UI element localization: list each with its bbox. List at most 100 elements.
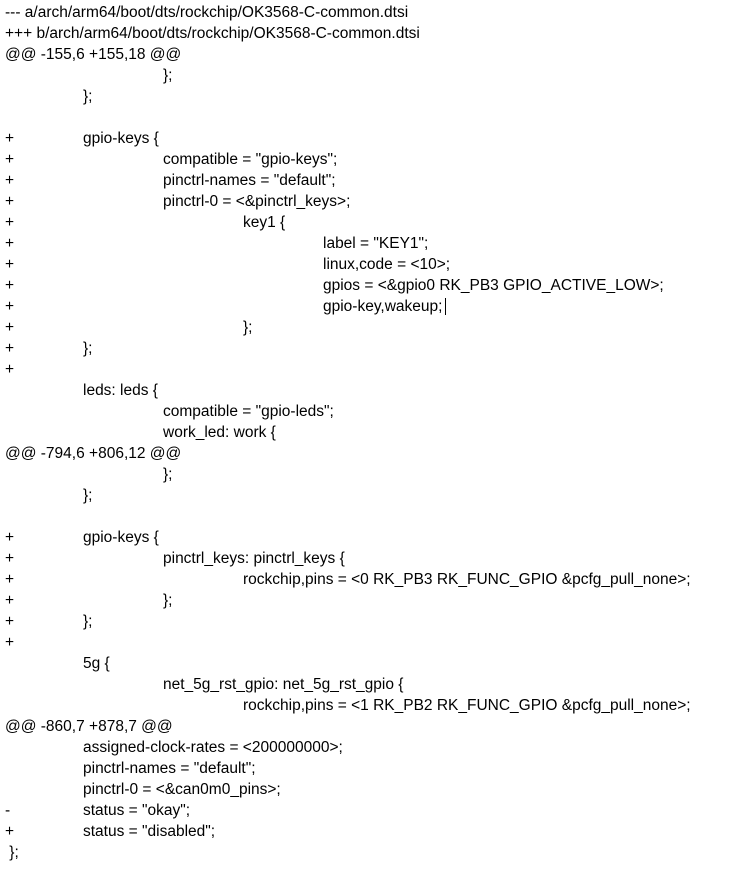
diff-line: net_5g_rst_gpio: net_5g_rst_gpio {: [0, 674, 741, 695]
diff-line-text: pinctrl_keys: pinctrl_keys {: [163, 550, 345, 567]
diff-line: + status = "disabled";: [0, 821, 741, 842]
diff-marker: +: [5, 823, 15, 840]
diff-marker: +: [5, 214, 15, 231]
diff-marker: +: [5, 550, 15, 567]
diff-marker: +: [5, 235, 15, 252]
diff-line: + key1 {: [0, 212, 741, 233]
diff-line: + pinctrl-0 = <&pinctrl_keys>;: [0, 191, 741, 212]
diff-marker: +: [5, 130, 15, 147]
diff-line-text: gpio-keys {: [83, 529, 159, 546]
diff-marker: +: [5, 277, 15, 294]
diff-line-text: pinctrl-names = "default";: [83, 760, 256, 777]
diff-line-text: gpio-key,wakeup;: [323, 298, 443, 315]
diff-line: +++ b/arch/arm64/boot/dts/rockchip/OK356…: [0, 23, 741, 44]
diff-marker: +: [5, 592, 15, 609]
diff-line-text: };: [163, 466, 173, 483]
diff-line: + gpios = <&gpio0 RK_PB3 GPIO_ACTIVE_LOW>…: [0, 275, 741, 296]
diff-marker: +: [5, 298, 15, 315]
diff-line: + gpio-keys {: [0, 128, 741, 149]
diff-line: [0, 506, 741, 527]
diff-line-text: status = "okay";: [83, 802, 191, 819]
diff-line: [0, 107, 741, 128]
diff-line-text: };: [83, 487, 93, 504]
diff-line: +: [0, 359, 741, 380]
diff-line-text: };: [163, 592, 173, 609]
diff-line-text: };: [83, 340, 93, 357]
diff-marker: +: [5, 361, 15, 378]
diff-line-text: pinctrl-0 = <&can0m0_pins>;: [83, 781, 281, 798]
diff-line: + gpio-key,wakeup;: [0, 296, 741, 317]
diff-line: @@ -155,6 +155,18 @@: [0, 44, 741, 65]
diff-line: };: [0, 65, 741, 86]
diff-line: + pinctrl-names = "default";: [0, 170, 741, 191]
diff-line-text: pinctrl-0 = <&pinctrl_keys>;: [163, 193, 351, 210]
diff-line: };: [0, 464, 741, 485]
diff-line-text: rockchip,pins = <1 RK_PB2 RK_FUNC_GPIO &…: [243, 697, 691, 714]
diff-marker: +: [5, 151, 15, 168]
diff-marker: +: [5, 172, 15, 189]
diff-line: assigned-clock-rates = <200000000>;: [0, 737, 741, 758]
diff-marker: +: [5, 529, 15, 546]
diff-line-text: leds: leds {: [83, 382, 158, 399]
diff-line: leds: leds {: [0, 380, 741, 401]
diff-line-text: assigned-clock-rates = <200000000>;: [83, 739, 343, 756]
diff-line-text: };: [83, 88, 93, 105]
diff-line-text: label = "KEY1";: [323, 235, 429, 252]
diff-line: + pinctrl_keys: pinctrl_keys {: [0, 548, 741, 569]
diff-line-text: @@ -860,7 +878,7 @@: [5, 718, 173, 735]
diff-line: --- a/arch/arm64/boot/dts/rockchip/OK356…: [0, 2, 741, 23]
diff-line: +};: [0, 317, 741, 338]
diff-line: +};: [0, 590, 741, 611]
diff-line-text: linux,code = <10>;: [323, 256, 451, 273]
diff-line-text: };: [243, 319, 253, 336]
diff-line-text: key1 {: [243, 214, 286, 231]
diff-marker: +: [5, 613, 15, 630]
diff-line-text: @@ -794,6 +806,12 @@: [5, 445, 182, 462]
diff-line: work_led: work {: [0, 422, 741, 443]
diff-line: };: [0, 485, 741, 506]
diff-marker: +: [5, 571, 15, 588]
diff-line: @@ -860,7 +878,7 @@: [0, 716, 741, 737]
diff-line-text: };: [83, 613, 93, 630]
diff-line: + label = "KEY1";: [0, 233, 741, 254]
diff-line: + compatible = "gpio-keys";: [0, 149, 741, 170]
diff-line: - status = "okay";: [0, 800, 741, 821]
diff-line-text: };: [5, 844, 19, 861]
diff-line: compatible = "gpio-leds";: [0, 401, 741, 422]
diff-line-text: status = "disabled";: [83, 823, 216, 840]
diff-marker: +: [5, 193, 15, 210]
diff-line-text: work_led: work {: [163, 424, 276, 441]
diff-line: +};: [0, 338, 741, 359]
diff-line-text: net_5g_rst_gpio: net_5g_rst_gpio {: [163, 676, 404, 693]
diff-line-text: @@ -155,6 +155,18 @@: [5, 46, 182, 63]
diff-marker: +: [5, 634, 15, 651]
diff-line-text: --- a/arch/arm64/boot/dts/rockchip/OK356…: [5, 4, 409, 21]
diff-line: @@ -794,6 +806,12 @@: [0, 443, 741, 464]
diff-line-text: pinctrl-names = "default";: [163, 172, 336, 189]
diff-line-text: gpio-keys {: [83, 130, 159, 147]
diff-marker: +: [5, 319, 15, 336]
diff-line: + gpio-keys {: [0, 527, 741, 548]
diff-line-text: compatible = "gpio-keys";: [163, 151, 338, 168]
diff-line-text: rockchip,pins = <0 RK_PB3 RK_FUNC_GPIO &…: [243, 571, 691, 588]
diff-marker: +: [5, 340, 15, 357]
diff-line: +: [0, 632, 741, 653]
diff-line: pinctrl-0 = <&can0m0_pins>;: [0, 779, 741, 800]
text-cursor: [445, 298, 446, 315]
diff-line: + rockchip,pins = <0 RK_PB3 RK_FUNC_GPIO …: [0, 569, 741, 590]
diff-line: 5g {: [0, 653, 741, 674]
diff-line-text: compatible = "gpio-leds";: [163, 403, 334, 420]
diff-line: +};: [0, 611, 741, 632]
diff-line-text: gpios = <&gpio0 RK_PB3 GPIO_ACTIVE_LOW>;: [323, 277, 664, 294]
diff-line: };: [0, 842, 741, 863]
diff-marker: +: [5, 256, 15, 273]
diff-line: pinctrl-names = "default";: [0, 758, 741, 779]
diff-marker: -: [5, 802, 11, 819]
diff-line-text: };: [163, 67, 173, 84]
diff-line: + linux,code = <10>;: [0, 254, 741, 275]
diff-line: rockchip,pins = <1 RK_PB2 RK_FUNC_GPIO &…: [0, 695, 741, 716]
diff-line: };: [0, 86, 741, 107]
diff-line-text: +++ b/arch/arm64/boot/dts/rockchip/OK356…: [5, 25, 420, 42]
diff-line-text: 5g {: [83, 655, 110, 672]
